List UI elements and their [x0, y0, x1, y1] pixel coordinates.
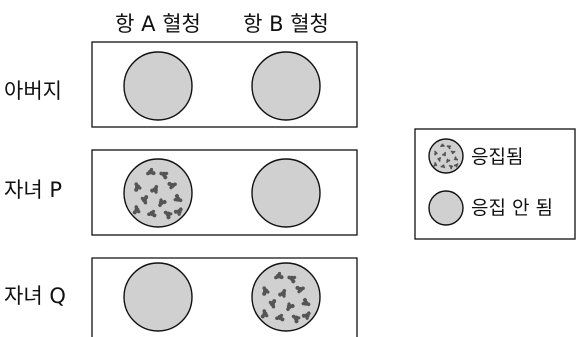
clump-mark: [450, 150, 456, 155]
clump-mark: [301, 311, 311, 320]
clump-mark: [287, 275, 297, 284]
clump-mark: [453, 163, 459, 168]
clump-mark: [150, 184, 159, 194]
well-circle: [428, 138, 464, 174]
row-label-child-q: 자녀 Q: [4, 284, 66, 308]
clump-mark: [278, 288, 287, 298]
clump-mark: [440, 164, 446, 169]
clump-mark: [260, 309, 269, 319]
clump-mark: [442, 151, 447, 157]
clump-mark: [140, 195, 149, 205]
clump-mark: [301, 297, 311, 307]
well-father-anti-a: [123, 51, 193, 121]
legend-swatch-agglutinated: [428, 138, 464, 174]
clump-mark: [268, 299, 277, 309]
clump-mark: [291, 314, 301, 324]
clump-mark: [275, 313, 285, 322]
well-circle: [251, 262, 321, 332]
clump-mark: [453, 156, 459, 161]
clump-mark: [163, 210, 173, 220]
well-child-q-anti-b: [251, 262, 321, 332]
clump-mark: [167, 181, 177, 190]
clump-mark: [448, 164, 454, 170]
well-circle: [123, 51, 193, 121]
clump-mark: [147, 209, 157, 218]
legend-label-agglutinated: 응집됨: [471, 146, 523, 168]
well-child-p-anti-b: [251, 158, 321, 228]
column-header-anti-b: 항 B 혈청: [243, 12, 329, 36]
clump-mark: [437, 157, 442, 162]
row-father: 아버지: [4, 41, 358, 128]
clump-mark: [159, 171, 169, 180]
well-child-q-anti-a: [123, 262, 193, 332]
well-circle: [251, 51, 321, 121]
well-circle: [123, 262, 193, 332]
clump-mark: [173, 207, 183, 216]
clump-mark: [173, 193, 183, 203]
clump-mark: [134, 182, 142, 192]
clump-mark: [274, 271, 284, 280]
clump-mark: [446, 158, 451, 164]
clump-mark: [286, 302, 295, 312]
well-circle: [428, 190, 464, 226]
legend-swatch-not-agglutinated: [428, 190, 464, 226]
clump-mark: [434, 150, 438, 156]
clump-mark: [158, 198, 167, 208]
clump-mark: [132, 205, 141, 215]
row-child-q: 자녀 Q: [4, 257, 358, 337]
row-child-p: 자녀 P: [4, 149, 358, 236]
clump-mark: [433, 162, 438, 167]
well-child-p-anti-a: [123, 158, 193, 228]
legend-label-not-agglutinated: 응집 안 됨: [471, 197, 553, 219]
clump-mark: [262, 286, 270, 296]
clump-mark: [446, 145, 452, 150]
well-circle: [123, 158, 193, 228]
row-label-child-p: 자녀 P: [4, 178, 62, 202]
clump-mark: [440, 143, 445, 148]
column-header-anti-a: 항 A 혈청: [115, 12, 201, 36]
well-circle: [251, 158, 321, 228]
well-father-anti-b: [251, 51, 321, 121]
clump-mark: [146, 167, 156, 176]
clump-mark: [295, 285, 305, 294]
row-label-father: 아버지: [4, 79, 62, 103]
legend: 응집됨 응집 안 됨: [414, 128, 576, 240]
